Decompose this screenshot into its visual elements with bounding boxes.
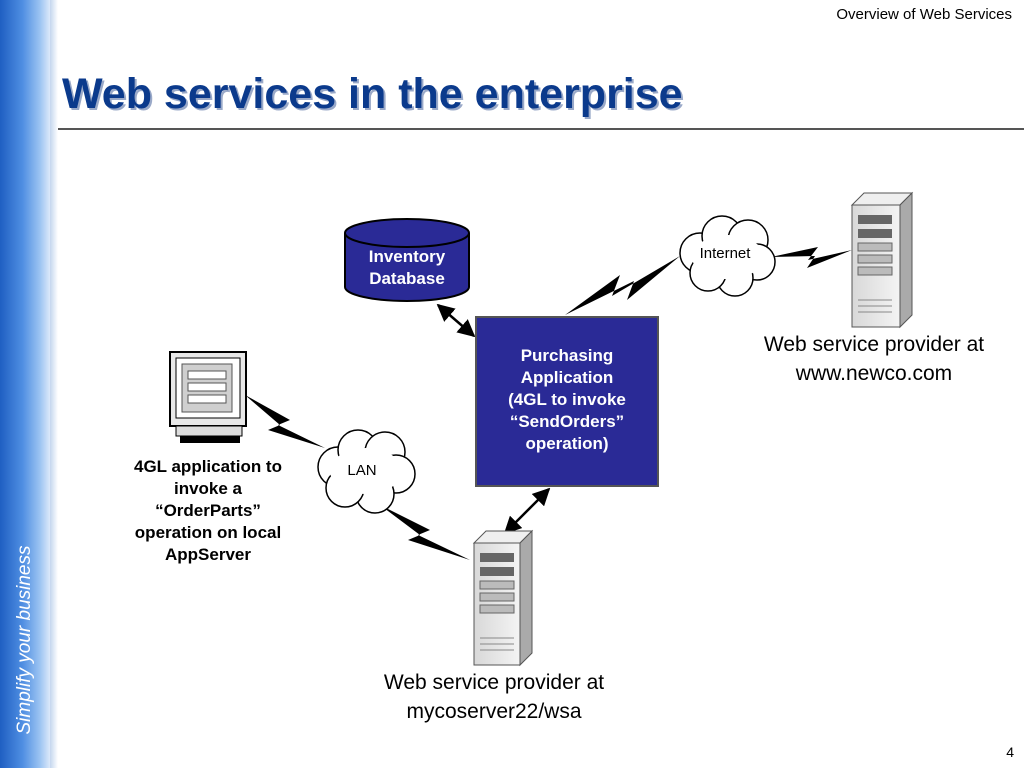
sidebar-shadow (50, 0, 58, 768)
client-app-line: invoke a (173, 479, 243, 498)
internet-cloud-icon (679, 215, 776, 297)
newco-provider-line1: Web service provider at (763, 333, 985, 356)
inventory-database-line2: Database (369, 269, 445, 288)
local-provider-caption: Web service provider at mycoserver22/wsa (358, 668, 630, 726)
bolt-internet-server (771, 247, 852, 268)
purchasing-app-label: Purchasing Application (4GL to invoke “S… (476, 345, 658, 455)
purchasing-app-line: “SendOrders” (509, 412, 625, 431)
bolt-client-lan (245, 395, 325, 448)
client-app-line: AppServer (165, 545, 251, 564)
page-title: Web services in the enterprise (62, 70, 683, 118)
lan-cloud-label: LAN (347, 462, 377, 479)
newco-server-icon (850, 191, 914, 329)
client-computer-icon (169, 351, 247, 443)
bolt-app-internet (565, 256, 680, 315)
inventory-database-icon (344, 218, 470, 302)
purchasing-app-box (475, 316, 659, 487)
purchasing-app-line: (4GL to invoke (508, 390, 626, 409)
newco-provider-line2: www.newco.com (795, 362, 953, 385)
client-app-line: “OrderParts” (155, 501, 261, 520)
local-provider-line1: Web service provider at (383, 671, 605, 694)
bolt-lan-server (380, 505, 470, 560)
inventory-database-label: Inventory Database (345, 246, 469, 290)
db-app-arrow (436, 303, 476, 338)
internet-cloud-label: Internet (699, 245, 751, 262)
purchasing-app-line: Purchasing (520, 346, 614, 365)
newco-provider-caption: Web service provider at www.newco.com (738, 330, 1010, 388)
app-server-arrow (503, 487, 551, 535)
local-provider-line2: mycoserver22/wsa (406, 700, 582, 723)
local-server-icon (472, 529, 534, 667)
purchasing-app-line: operation) (525, 434, 609, 453)
purchasing-app-line: Application (520, 368, 614, 387)
client-app-caption: 4GL application to invoke a “OrderParts”… (118, 456, 298, 566)
sidebar-band (0, 0, 50, 768)
client-app-line: operation on local (134, 523, 282, 542)
client-app-line: 4GL application to (134, 457, 282, 476)
lan-cloud-icon (317, 429, 416, 514)
title-divider (58, 128, 1024, 130)
header-note: Overview of Web Services (836, 6, 1012, 23)
inventory-database-line1: Inventory (368, 247, 446, 266)
page-number: 4 (1006, 744, 1014, 760)
